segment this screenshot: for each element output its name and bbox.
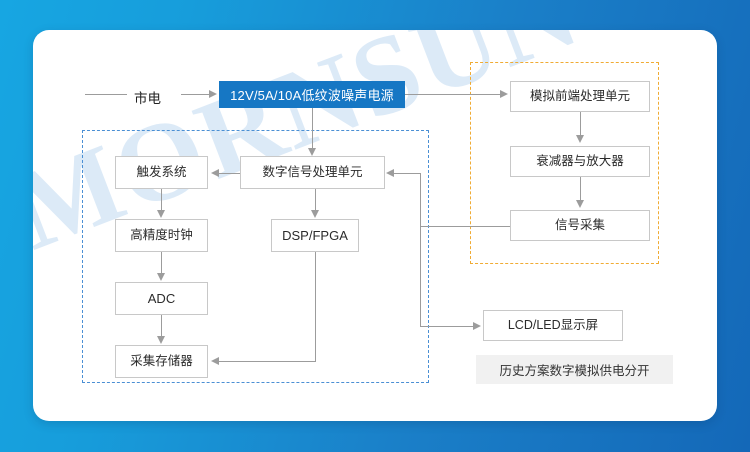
afe-to-attenuator-arrow: [575, 135, 584, 143]
node-high-precision-clock[interactable]: 高精度时钟: [115, 219, 208, 252]
analog-section-group: [470, 62, 659, 264]
node-dsp-fpga[interactable]: DSP/FPGA: [271, 219, 359, 252]
node-power-supply[interactable]: 12V/5A/10A低纹波噪声电源: [219, 81, 405, 108]
psu-to-afe-line: [405, 94, 501, 95]
acquisition-to-dsp-line: [394, 173, 420, 174]
clock-to-adc-line: [161, 252, 162, 274]
fpga-to-memory-hline: [219, 361, 315, 362]
psu-to-dsp-arrow: [307, 148, 316, 156]
dsp-to-fpga-line: [315, 189, 316, 211]
adc-to-memory-arrow: [156, 336, 165, 344]
mains-to-psu-arrow: [209, 89, 217, 98]
adc-to-memory-line: [161, 315, 162, 337]
acquisition-to-dsp-arrow: [386, 168, 394, 177]
dsp-to-fpga-arrow: [310, 210, 319, 218]
node-trigger-system[interactable]: 触发系统: [115, 156, 208, 189]
node-signal-acquisition[interactable]: 信号采集: [510, 210, 650, 241]
node-acquisition-memory[interactable]: 采集存储器: [115, 345, 208, 378]
psu-to-afe-arrow: [500, 89, 508, 98]
node-dsp-unit[interactable]: 数字信号处理单元: [240, 156, 385, 189]
acquisition-feedback-vline: [420, 173, 421, 226]
afe-to-attenuator-line: [580, 112, 581, 136]
mains-source-label: 市电: [134, 91, 161, 106]
node-analog-front-end[interactable]: 模拟前端处理单元: [510, 81, 650, 112]
acquisition-feedback-hline: [420, 226, 510, 227]
trigger-to-clock-line: [161, 189, 162, 211]
psu-to-dsp-line: [312, 108, 313, 150]
note-legacy-scheme: 历史方案数字模拟供电分开: [476, 355, 673, 384]
display-branch-arrow: [473, 321, 481, 330]
digital-section-group: [82, 130, 429, 383]
dsp-to-trigger-arrow: [211, 168, 219, 177]
attenuator-to-acquisition-line: [580, 177, 581, 201]
attenuator-to-acquisition-arrow: [575, 200, 584, 208]
node-lcd-led-display[interactable]: LCD/LED显示屏: [483, 310, 623, 341]
clock-to-adc-arrow: [156, 273, 165, 281]
fpga-to-memory-vline: [315, 252, 316, 362]
node-adc[interactable]: ADC: [115, 282, 208, 315]
diagram-card: MORNSUN 市电 12V/5A/10A低纹波噪声电源 数字信号处理单元 触发…: [33, 30, 717, 421]
trigger-to-clock-arrow: [156, 210, 165, 218]
display-branch-vline: [420, 226, 421, 326]
mains-to-psu-line: [181, 94, 211, 95]
fpga-to-memory-arrow: [211, 356, 219, 365]
mains-lead-in-line: [85, 94, 127, 95]
display-branch-hline: [420, 326, 474, 327]
node-attenuator-amplifier[interactable]: 衰减器与放大器: [510, 146, 650, 177]
dsp-to-trigger-line: [219, 173, 240, 174]
